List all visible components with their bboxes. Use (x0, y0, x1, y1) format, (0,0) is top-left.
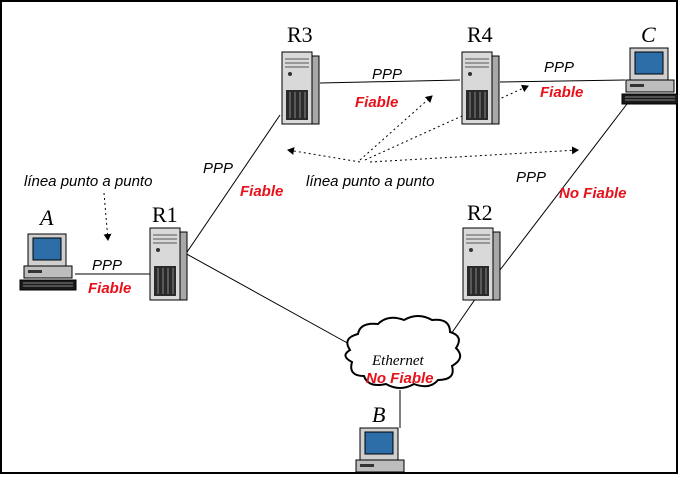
server-icon (149, 227, 188, 301)
router-label: R4 (467, 22, 493, 47)
link-r2-c (499, 99, 631, 271)
note-punto-a-punto-center: línea punto a punto (306, 173, 434, 190)
nofiable-label-r2-c: No Fiable (559, 185, 627, 202)
ppp-label-r3-r4: PPP (372, 66, 402, 83)
host-label: B (372, 402, 385, 427)
arrow-left-note (103, 192, 112, 241)
host-a[interactable]: A (19, 205, 77, 291)
computer-icon (19, 233, 77, 291)
link-labels: PPP Fiable PPP Fiable PPP Fiable PPP Fia… (88, 59, 627, 297)
link-r1-r3 (182, 114, 281, 259)
arrow-to-r2-c (369, 146, 579, 163)
ppp-label-r4-c: PPP (544, 59, 574, 76)
link-r3-r4 (319, 79, 461, 84)
note-punto-a-punto-left: línea punto a punto (24, 173, 152, 190)
computer-icon (621, 47, 678, 105)
router-label: R2 (467, 200, 493, 225)
fiable-label-r3-r4: Fiable (355, 94, 398, 111)
ppp-label-r2-c: PPP (516, 169, 546, 186)
ethernet-cloud[interactable]: Ethernet No Fiable (344, 315, 462, 389)
links (75, 79, 631, 428)
cloud-icon (344, 315, 462, 389)
arrow-to-r1-r3 (287, 147, 361, 163)
ethernet-label: Ethernet (371, 353, 424, 369)
server-icon (461, 51, 500, 125)
ppp-label-a-r1: PPP (92, 257, 122, 274)
router-r4[interactable]: R4 (461, 22, 500, 125)
router-label: R1 (152, 202, 178, 227)
router-r1[interactable]: R1 (149, 202, 188, 301)
host-label: C (641, 22, 656, 47)
link-r4-c (499, 79, 626, 83)
host-c[interactable]: C (621, 22, 678, 105)
fiable-label-a-r1: Fiable (88, 280, 131, 297)
fiable-label-r1-r3: Fiable (240, 183, 283, 200)
host-label: A (38, 205, 54, 230)
router-label: R3 (287, 22, 313, 47)
arrow-to-r3-r4 (359, 95, 433, 161)
router-r2[interactable]: R2 (462, 200, 501, 301)
router-r3[interactable]: R3 (281, 22, 320, 125)
server-icon (281, 51, 320, 125)
host-b[interactable]: B (351, 402, 409, 479)
ethernet-reliability: No Fiable (366, 370, 434, 387)
fiable-label-r4-c: Fiable (540, 84, 583, 101)
annotation-arrows (103, 84, 579, 241)
link-r1-ethernet (182, 251, 361, 351)
ppp-label-r1-r3: PPP (203, 160, 233, 177)
server-icon (462, 227, 501, 301)
computer-icon (351, 427, 409, 479)
